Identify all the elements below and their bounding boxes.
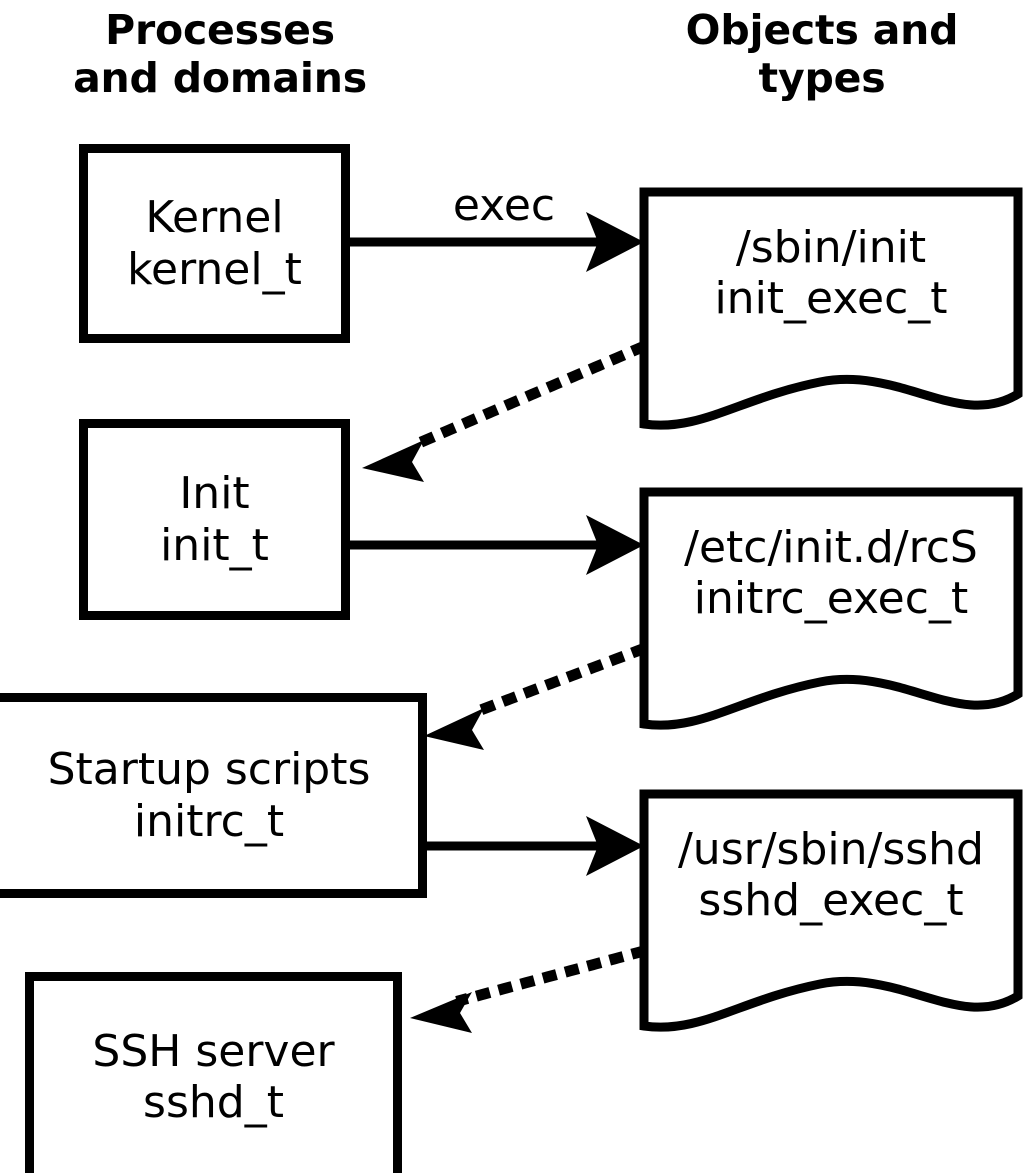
object-path-sshd-exec: /usr/sbin/sshd: [677, 824, 984, 875]
arrow-transition-init: [362, 340, 648, 482]
process-name-kernel: Kernel: [145, 192, 284, 244]
column-header-objects: Objects and types: [685, 6, 959, 103]
process-name-initrc: Startup scripts: [47, 744, 371, 796]
document-shape-initrc-exec: [639, 487, 1023, 730]
object-path-init-exec: /sbin/init: [735, 222, 927, 273]
document-shape-init-exec: [639, 187, 1023, 430]
process-box-initrc[interactable]: Startup scripts initrc_t: [0, 693, 427, 898]
process-name-sshd: SSH server: [92, 1025, 335, 1077]
object-type-initrc-exec: initrc_exec_t: [693, 573, 969, 625]
object-label-sshd-exec[interactable]: /usr/sbin/sshd sshd_exec_t: [648, 824, 1014, 927]
process-type-initrc: initrc_t: [133, 795, 285, 847]
arrow-transition-initrc: [424, 642, 648, 750]
arrow-initrc-exec-sshd: [427, 816, 644, 876]
process-name-init: Init: [179, 468, 250, 520]
process-box-sshd[interactable]: SSH server sshd_t: [25, 972, 402, 1173]
process-type-kernel: kernel_t: [127, 243, 302, 295]
object-type-init-exec: init_exec_t: [714, 273, 948, 325]
object-path-initrc-exec: /etc/init.d/rcS: [684, 522, 978, 573]
arrow-init-exec-initrc: [350, 515, 644, 575]
process-type-sshd: sshd_t: [143, 1077, 284, 1128]
process-type-init: init_t: [160, 519, 269, 571]
arrow-kernel-exec-init: [350, 212, 644, 272]
object-label-initrc-exec[interactable]: /etc/init.d/rcS initrc_exec_t: [648, 522, 1014, 625]
column-header-processes: Processes and domains: [73, 6, 367, 103]
document-shape-sshd-exec: [639, 789, 1023, 1032]
object-label-init-exec[interactable]: /sbin/init init_exec_t: [648, 222, 1014, 325]
edge-label-exec: exec: [452, 180, 556, 231]
process-box-kernel[interactable]: Kernel kernel_t: [79, 144, 350, 343]
arrow-transition-sshd: [410, 945, 647, 1033]
process-box-init[interactable]: Init init_t: [79, 419, 350, 620]
object-type-sshd-exec: sshd_exec_t: [698, 875, 964, 927]
